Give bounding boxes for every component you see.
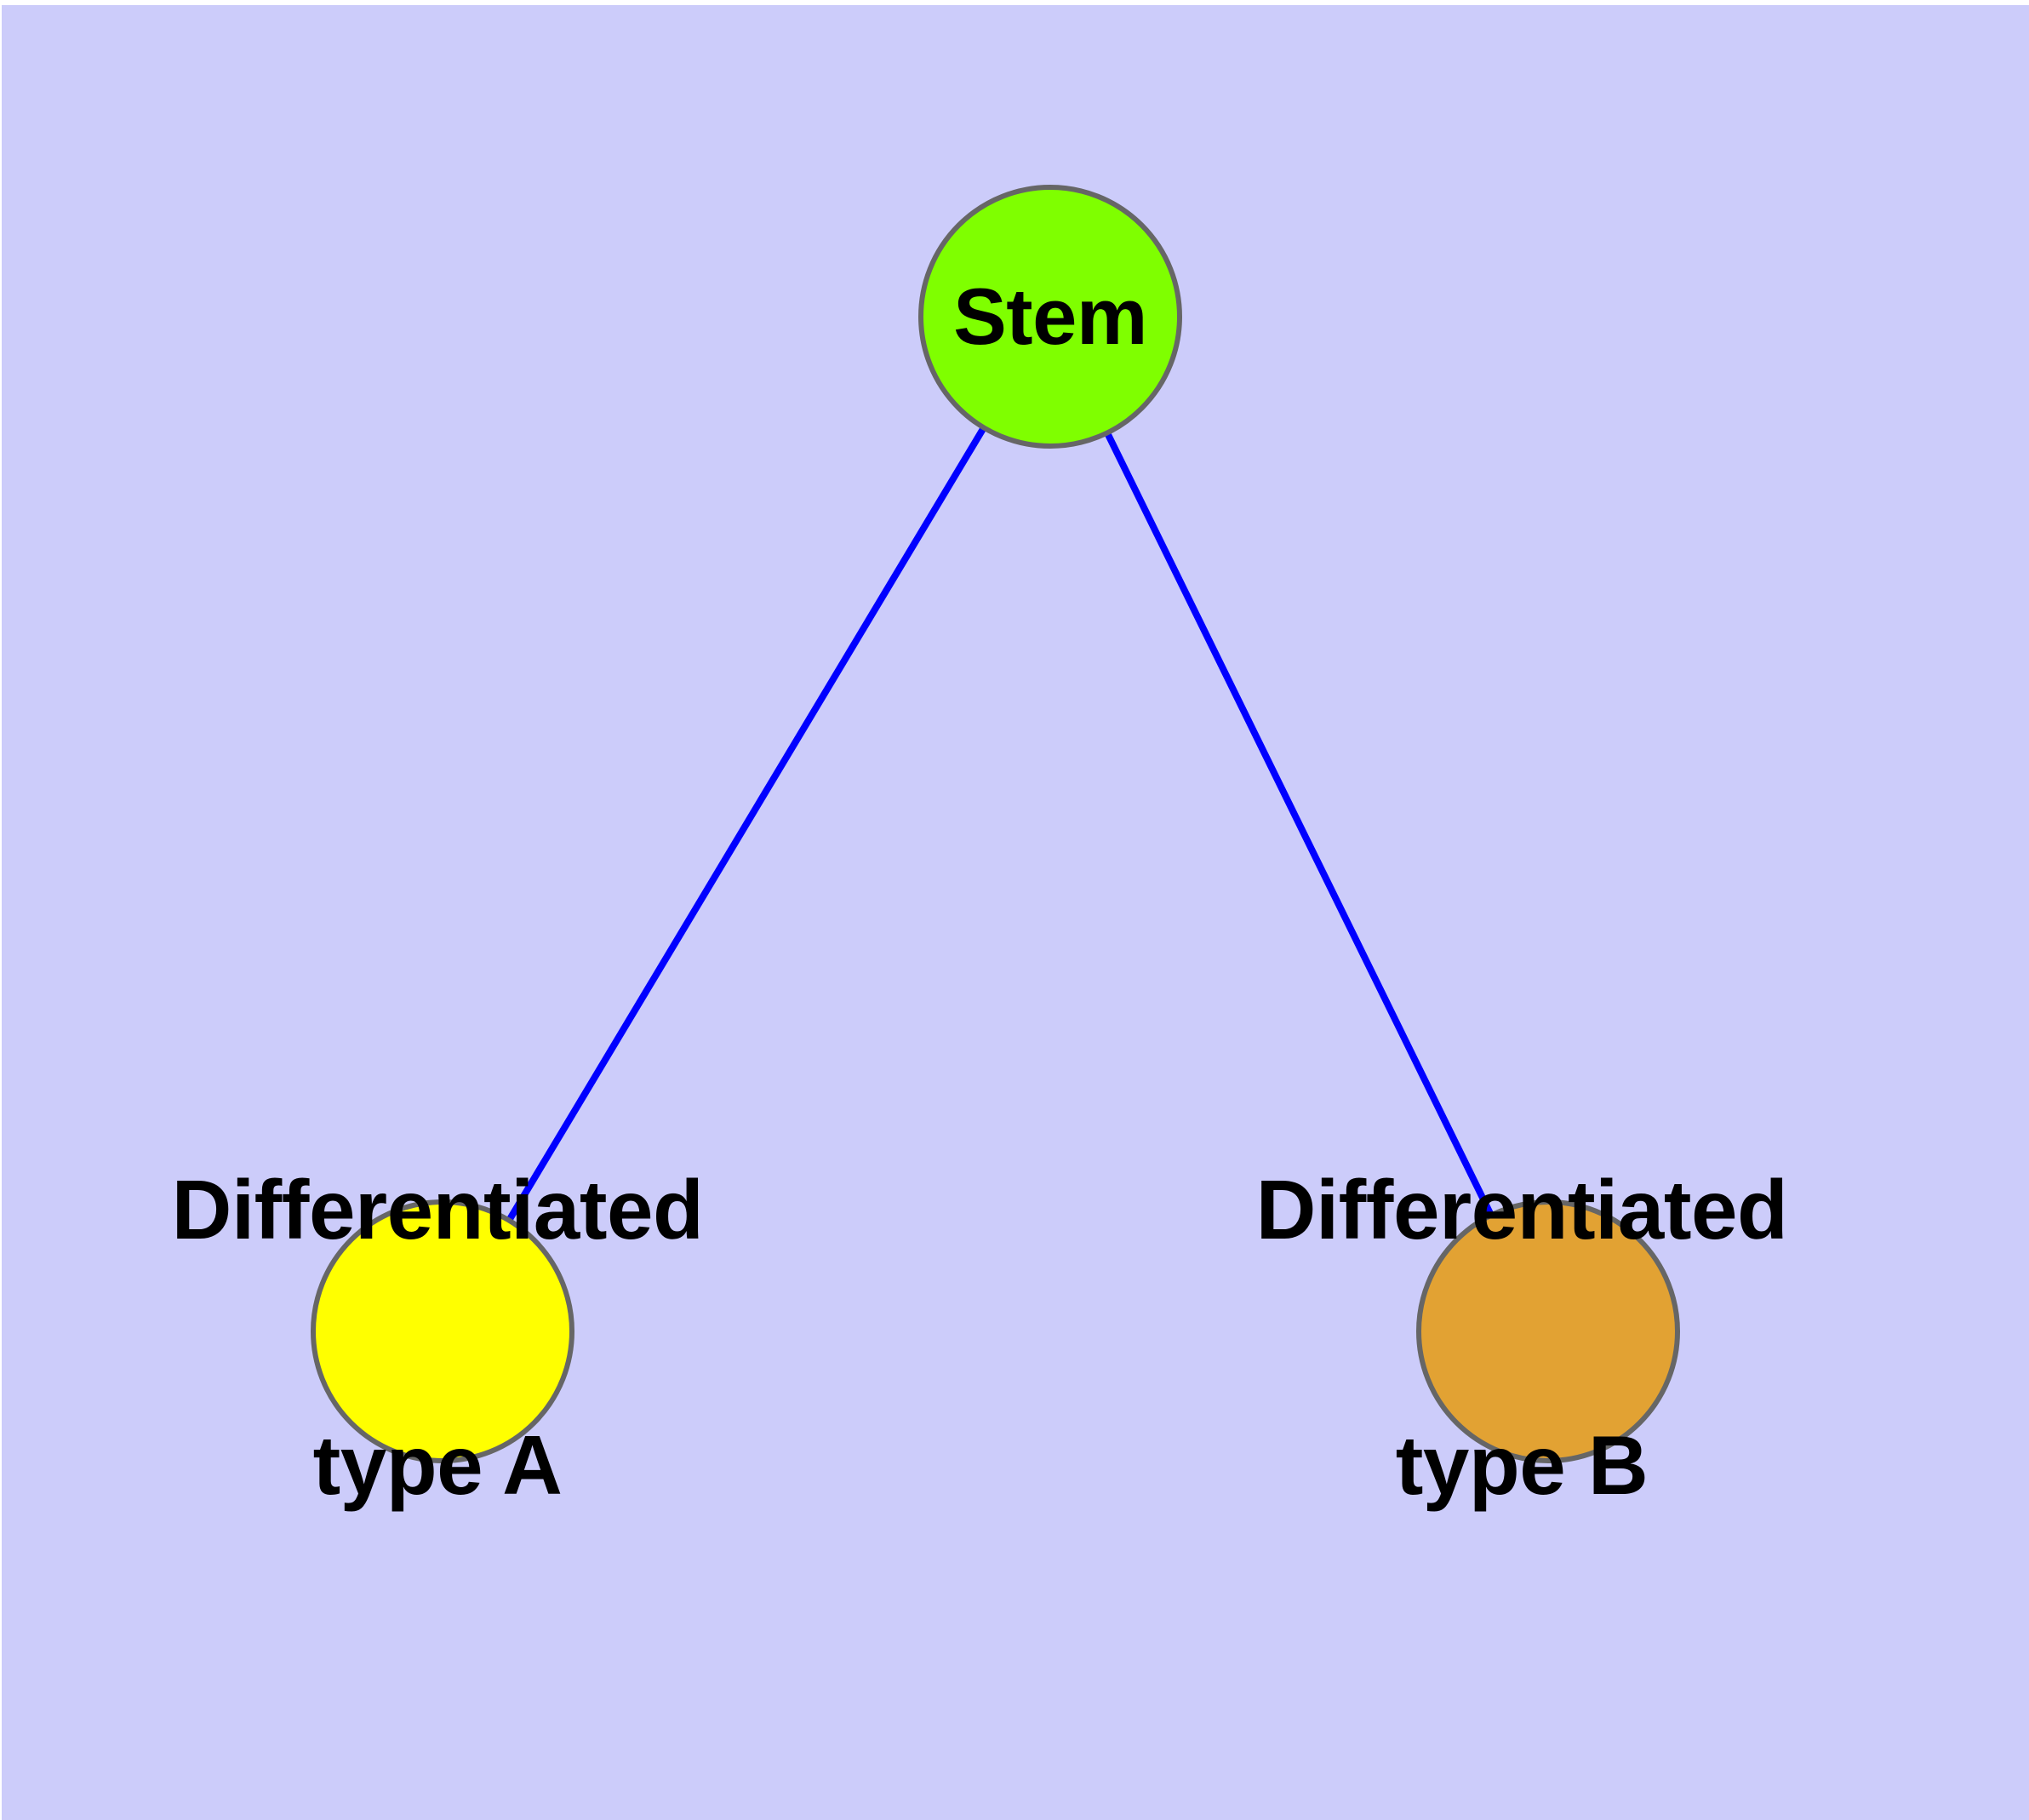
edge-stem-diff-a[interactable] xyxy=(504,422,989,1226)
node-differentiated-type-a[interactable] xyxy=(311,1199,574,1463)
node-stem[interactable] xyxy=(918,185,1182,449)
node-differentiated-type-b[interactable] xyxy=(1416,1199,1680,1463)
edge-stem-diff-b[interactable] xyxy=(1102,428,1496,1220)
graph-plot-area: Stem Differentiated type A Differentiate… xyxy=(2,5,2029,1820)
node-layer xyxy=(311,185,1680,1463)
edge-layer xyxy=(504,422,1496,1226)
graph-svg xyxy=(311,185,1680,1463)
